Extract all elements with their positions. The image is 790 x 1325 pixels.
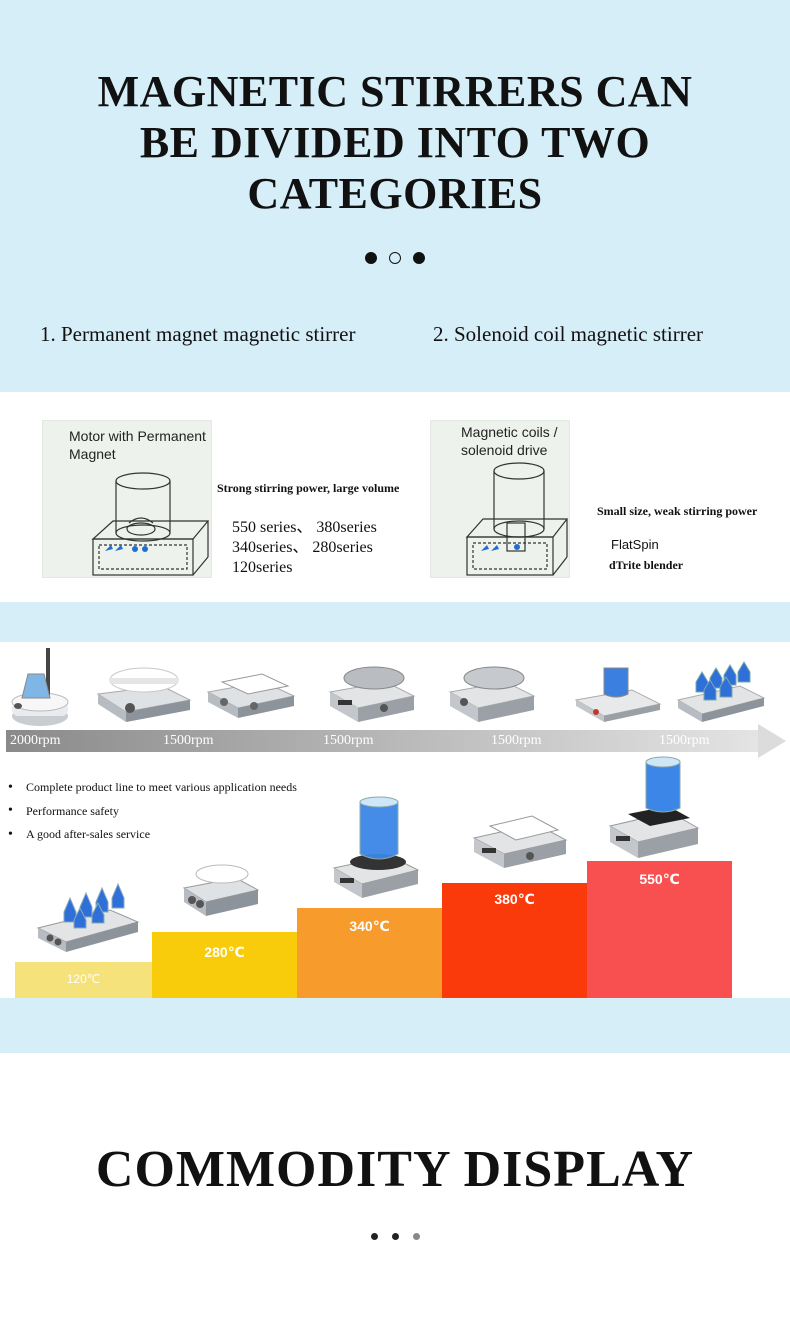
- bullet-text: A good after-sales service: [26, 827, 151, 842]
- digital-stirrer-image: [328, 666, 416, 722]
- flatspin-image: [574, 667, 662, 722]
- solenoid-feature: Small size, weak stirring power: [597, 504, 758, 518]
- model-flatspin: FlatSpin: [611, 537, 659, 552]
- bullet-text: Complete product line to meet various ap…: [26, 780, 297, 795]
- decorative-dots: [0, 1233, 790, 1240]
- multi-position-stirrer-image: [676, 661, 766, 722]
- category-solenoid: 2. Solenoid coil magnetic stirrer: [433, 322, 704, 346]
- dot-icon: [413, 252, 425, 264]
- temp-label: 340℃: [349, 918, 390, 934]
- diagram-caption: Magnetic coils / solenoid drive: [461, 423, 557, 459]
- rpm-label: 1500rpm: [491, 733, 542, 748]
- list-item: • Performance safety: [8, 800, 297, 824]
- category-permanent: 1. Permanent magnet magnetic stirrer: [40, 322, 356, 346]
- temp-label: 550℃: [639, 871, 680, 887]
- bullet-text: Performance safety: [26, 803, 119, 818]
- permanent-magnet-diagram: Motor with Permanent Magnet: [42, 420, 212, 578]
- divider-band: [0, 602, 790, 642]
- title-line-1: MAGNETIC STIRRERS CAN: [97, 67, 693, 116]
- rpm-label: 2000rpm: [10, 733, 61, 748]
- decorative-dots: [0, 252, 790, 264]
- temp-label: 380℃: [494, 891, 535, 907]
- dot-icon: [370, 1233, 378, 1240]
- series-line: 550 series、 380series: [232, 519, 377, 536]
- temp-label: 120℃: [66, 972, 101, 986]
- multi-stirrer-120-image: [36, 882, 140, 952]
- title-line-3: CATEGORIES: [247, 169, 543, 218]
- list-item: • A good after-sales service: [8, 823, 297, 847]
- square-hotplate-image: [206, 673, 296, 718]
- diagram-caption: Motor with Permanent Magnet: [69, 427, 206, 463]
- caption-line-2: Magnet: [69, 446, 116, 462]
- hotplate-550-image: [608, 756, 700, 858]
- caption-line-1: Magnetic coils /: [461, 424, 558, 440]
- feature-list: • Complete product line to meet various a…: [8, 776, 297, 847]
- temp-step-280: 280℃: [152, 932, 297, 998]
- divider-band: [0, 998, 790, 1053]
- page-title: MAGNETIC STIRRERS CAN BE DIVIDED INTO TW…: [0, 66, 790, 219]
- stirrer-schematic-icon: [91, 472, 210, 576]
- arrow-right-icon: [758, 724, 786, 758]
- hero-section: MAGNETIC STIRRERS CAN BE DIVIDED INTO TW…: [0, 0, 790, 392]
- hotplate-380-image: [472, 815, 568, 868]
- temp-label: 280℃: [204, 944, 245, 960]
- temp-step-340: 340℃: [297, 908, 442, 998]
- caption-line-2: solenoid drive: [461, 442, 548, 458]
- solenoid-diagram: Magnetic coils / solenoid drive: [430, 420, 570, 578]
- series-line: 340series、 280series: [232, 539, 373, 556]
- permanent-series-list: 550 series、 380series 340series、 280seri…: [232, 518, 377, 578]
- caption-line-1: Motor with Permanent: [69, 428, 206, 444]
- rpm-label: 1500rpm: [163, 733, 214, 748]
- speed-arrow-bar: [6, 730, 760, 752]
- bullet-icon: •: [8, 826, 13, 842]
- permanent-feature: Strong stirring power, large volume: [217, 481, 400, 495]
- temp-step-120: 120℃: [15, 962, 152, 998]
- hotplate-280-image: [182, 864, 260, 916]
- model-dtrite: dTrite blender: [609, 558, 684, 572]
- temp-step-550: 550℃: [587, 861, 732, 998]
- bullet-icon: •: [8, 779, 13, 795]
- hotplate-340-image: [332, 796, 420, 898]
- bullet-icon: •: [8, 803, 13, 819]
- series-line: 120series: [232, 559, 293, 576]
- mini-stirrer-image: [11, 648, 69, 726]
- dot-outline-icon: [389, 252, 401, 264]
- product-line-section: 2000rpm 1500rpm 1500rpm 1500rpm 1500rpm …: [0, 642, 790, 998]
- temp-step-380: 380℃: [442, 883, 587, 998]
- dot-icon: [365, 252, 377, 264]
- title-line-2: BE DIVIDED INTO TWO: [139, 118, 651, 167]
- dot-icon: [391, 1233, 399, 1240]
- rpm-label: 1500rpm: [659, 733, 710, 748]
- section-title: COMMODITY DISPLAY: [95, 1141, 695, 1198]
- types-section: Motor with Permanent Magnet S: [0, 392, 790, 602]
- list-item: • Complete product line to meet various a…: [8, 776, 297, 800]
- hotplate-stirrer-image: [96, 667, 192, 722]
- dot-icon: [412, 1233, 420, 1240]
- solenoid-schematic-icon: [465, 462, 569, 576]
- rpm-label: 1500rpm: [323, 733, 374, 748]
- analog-stirrer-image: [448, 666, 536, 722]
